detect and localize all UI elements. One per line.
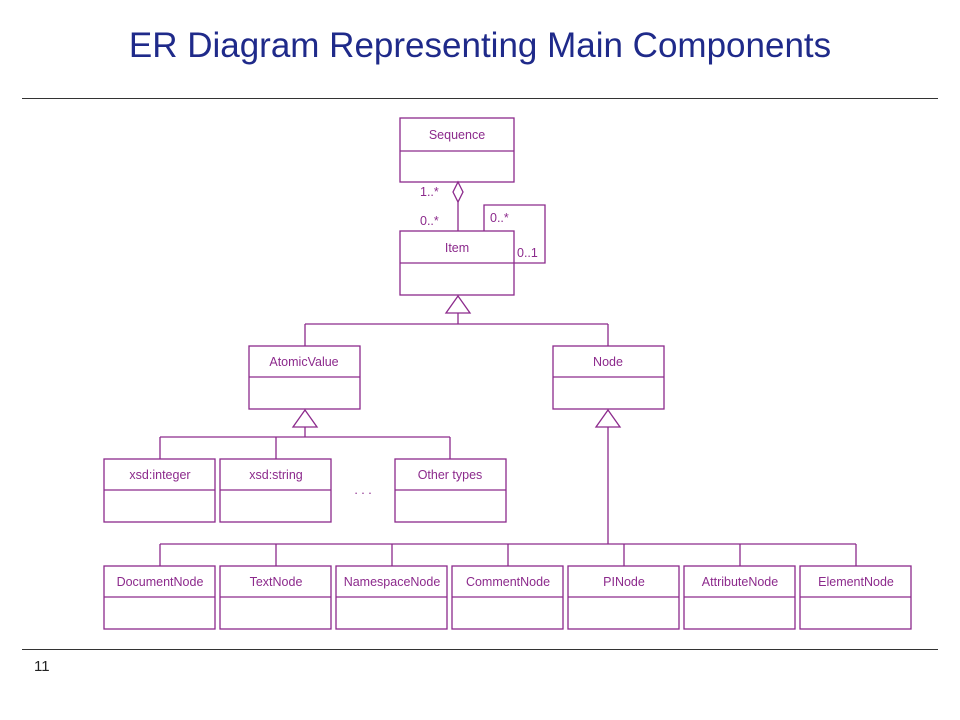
class-label-sequence: Sequence bbox=[429, 128, 485, 142]
multiplicity-self-top: 0..* bbox=[490, 211, 509, 225]
class-label-xsd-string: xsd:string bbox=[249, 468, 303, 482]
generalization-arrow-node bbox=[594, 408, 622, 428]
page-title: ER Diagram Representing Main Components bbox=[128, 26, 832, 65]
page-number: 11 bbox=[34, 658, 50, 675]
generalization-arrow-atomic-value bbox=[291, 408, 319, 428]
class-label-pi-node: PINode bbox=[603, 575, 645, 589]
class-label-comment-node: CommentNode bbox=[466, 575, 550, 589]
class-box-sequence bbox=[399, 117, 515, 183]
class-label-document-node: DocumentNode bbox=[117, 575, 204, 589]
multiplicity-self-side: 0..1 bbox=[517, 246, 538, 260]
ellipsis-more-types: . . . bbox=[354, 483, 371, 497]
class-label-attribute-node: AttributeNode bbox=[702, 575, 778, 589]
class-label-node: Node bbox=[593, 355, 623, 369]
class-label-xsd-integer: xsd:integer bbox=[129, 468, 190, 482]
multiplicity-sequence-end: 1..* bbox=[420, 185, 439, 199]
generalization-arrow-item bbox=[444, 294, 472, 314]
self-association-line bbox=[483, 204, 546, 264]
class-label-item: Item bbox=[445, 241, 469, 255]
class-label-text-node: TextNode bbox=[250, 575, 303, 589]
class-label-other-types: Other types bbox=[418, 468, 483, 482]
multiplicity-item-end: 0..* bbox=[420, 214, 439, 228]
class-label-namespace-node: NamespaceNode bbox=[344, 575, 441, 589]
class-label-element-node: ElementNode bbox=[818, 575, 894, 589]
class-label-atomic-value: AtomicValue bbox=[269, 355, 338, 369]
aggregation-diamond bbox=[452, 180, 464, 204]
title-divider bbox=[22, 98, 938, 99]
footer-divider bbox=[22, 649, 938, 650]
